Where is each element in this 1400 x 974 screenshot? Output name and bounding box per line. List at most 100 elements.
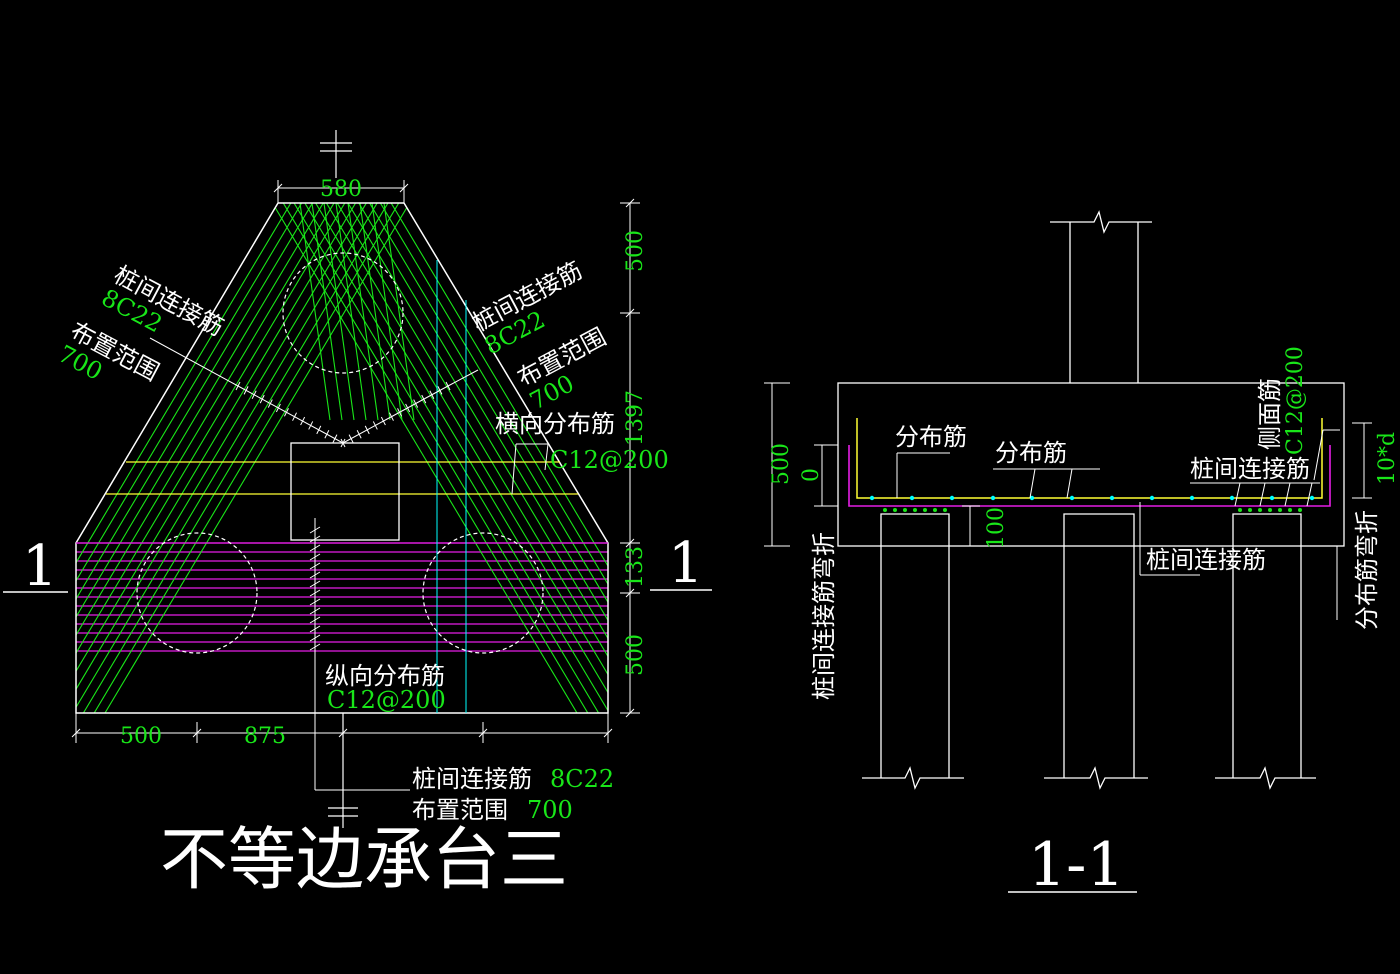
rebar-dot [923,508,927,512]
range-line-right [340,369,479,448]
rebar-dot [990,495,996,501]
rebar-dot [1248,508,1252,512]
dim-right-label-2: 1397 [623,390,648,446]
range-tick [309,643,321,651]
range-tick [405,403,411,413]
range-tick [309,616,321,624]
range-tick [292,412,297,421]
longitudinal-label: 纵向分布筋 [325,662,445,690]
rebar-dot [1029,495,1035,501]
rebar-dot [949,495,955,501]
range-tick [309,535,321,543]
rebar-dot [1309,495,1315,501]
connecting-rebar [275,203,608,713]
section-mark-right: 1 [668,531,704,596]
range-tick [309,571,321,579]
rebar-dot [1298,508,1302,512]
section-label-connect-right: 桩间连接筋 [1190,455,1310,483]
rebar-dot [1269,495,1275,501]
range-line-bottom [309,518,410,791]
axis-mark-top [320,130,352,178]
connecting-rebar [265,203,608,713]
rebar-dot [943,508,947,512]
section-dim-zero: 0 [799,468,824,482]
section-leaders [896,429,1340,620]
section-dim-100: 100 [984,507,1009,549]
pile-top [282,252,404,374]
range-tick [372,421,378,430]
section-label-side-spec: C12@200 [1283,346,1308,455]
connecting-rebar-band-left [246,203,608,713]
connecting-rebar [76,203,341,713]
connecting-rebar-vertical [299,203,331,421]
section-dimensions [764,382,1372,547]
bottom-label-spec: 8C22 [550,765,614,793]
dim-right-label-1: 500 [623,230,648,272]
section-label-dist-1: 分布筋 [895,423,967,451]
rebar-dot [909,495,915,501]
dimension-right [620,198,640,718]
bottom-label-range-val: 700 [527,796,573,824]
left-diag-label: 桩间连接筋 8C22 布置范围 700 [54,261,229,387]
section-rebar-dots [869,495,1315,501]
connecting-rebar [76,203,360,713]
connecting-rebar-vertical [383,203,415,421]
connecting-rebar [76,203,379,713]
connecting-rebar [76,203,351,713]
section-label-right-vertical: 分布筋弯折 [1353,510,1381,630]
dimension-top [273,180,409,203]
range-tick [309,544,321,552]
rebar-dot [1268,508,1272,512]
pile-right [422,532,544,654]
range-tick [316,425,322,435]
dim-bottom-label-2: 875 [244,724,286,749]
dim-right-label-4: 500 [623,634,648,676]
dim-top-label: 580 [320,177,362,202]
rebar-dot [903,508,907,512]
range-tick [309,607,321,615]
transverse-spec: C12@200 [550,446,669,474]
longitudinal-rebar-group [76,542,608,652]
connecting-rebar [76,203,388,713]
column-outline [290,442,400,541]
section-1-1: 500 0 100 10*d 分布筋 分布筋 桩间连接筋 桩间连接筋 侧面筋 C… [764,210,1400,900]
rebar-dot [1109,495,1115,501]
connecting-rebar [294,203,608,713]
dim-bottom-label-1: 500 [120,724,162,749]
range-tick [275,403,281,413]
range-tick [356,430,362,439]
range-tick [332,434,338,443]
connecting-rebar [331,203,608,713]
connecting-rebar [76,203,426,713]
connecting-rebar [256,203,608,713]
rebar-dot [1069,495,1075,501]
rebar-layer [76,203,608,713]
section-dim-10d: 10*d [1375,432,1400,485]
range-line-left [149,337,346,448]
section-dim-height: 500 [769,443,794,485]
section-distribution-rebar [856,418,1323,499]
rebar-dot [869,495,875,501]
section-label-left-vertical: 桩间连接筋弯折 [810,532,838,700]
longitudinal-spec: C12@200 [327,686,446,714]
bottom-label-name: 桩间连接筋 [412,765,532,793]
section-cap-outline [837,382,1345,547]
connecting-rebar [322,203,608,713]
range-tick [324,430,330,439]
range-tick [309,553,321,561]
pile-cap-plan: 1 1 580 500 875 500 1397 133 500 桩间连接筋 8… [3,130,712,900]
range-tick [309,625,321,633]
range-tick [413,399,419,408]
rebar-dot [1278,508,1282,512]
range-tick [309,589,321,597]
section-side-rebar [848,445,1331,507]
connecting-rebar-vertical [323,203,355,421]
range-tick [235,381,241,391]
bottom-label-range: 布置范围 [412,796,508,824]
dimension-bottom [71,713,613,743]
section-label-side: 侧面筋 [1256,378,1284,450]
leader-transverse [511,443,549,495]
section-column [1050,210,1152,383]
